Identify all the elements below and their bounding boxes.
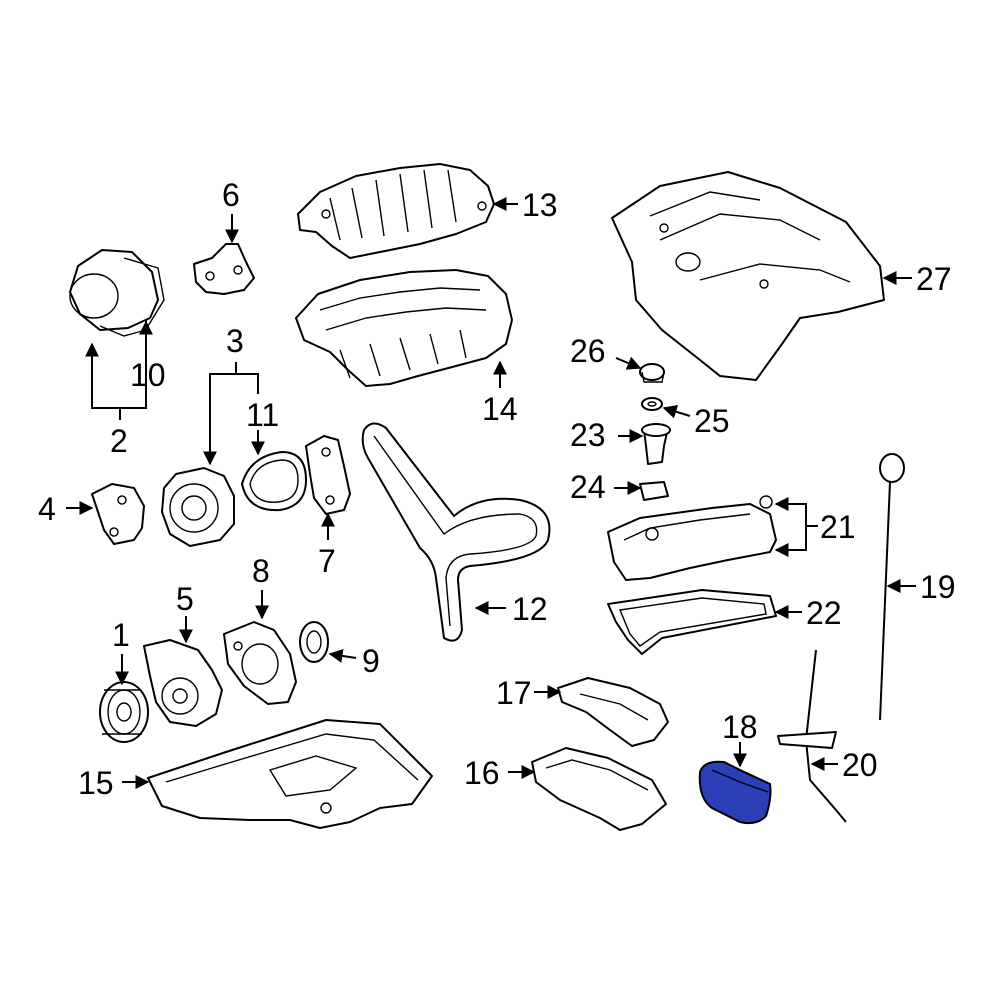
timing-belt-drawing[interactable] (361, 422, 551, 642)
bracket-7-drawing[interactable] (305, 435, 351, 515)
crank-pulley-drawing[interactable] (99, 681, 149, 743)
oil-pan-16-drawing[interactable] (531, 747, 667, 831)
oil-filter-drawing[interactable] (698, 760, 772, 825)
callout-1[interactable]: 1 (112, 617, 130, 653)
timing-cover-drawing[interactable] (69, 249, 165, 337)
bracket-4-drawing[interactable] (91, 483, 145, 545)
tensioner-drawing[interactable] (143, 639, 223, 727)
callout-11[interactable]: 11 (246, 397, 279, 433)
callout-19[interactable]: 19 (920, 569, 956, 605)
callout-5[interactable]: 5 (176, 581, 194, 617)
filler-gasket-drawing[interactable] (639, 481, 669, 501)
callout-4[interactable]: 4 (38, 491, 56, 527)
callout-25[interactable]: 25 (694, 403, 730, 439)
oil-pan-main-drawing[interactable] (147, 719, 433, 829)
callout-17[interactable]: 17 (496, 675, 532, 711)
dipstick-drawing[interactable] (879, 453, 905, 721)
callout-27[interactable]: 27 (916, 261, 952, 297)
filler-neck-drawing[interactable] (641, 423, 671, 465)
callout-24[interactable]: 24 (570, 469, 606, 505)
lower-intake-manifold-drawing[interactable] (295, 269, 513, 387)
callout-18[interactable]: 18 (722, 709, 758, 745)
dipstick-tube-drawing[interactable] (777, 649, 847, 823)
callout-8[interactable]: 8 (252, 553, 270, 589)
callout-15[interactable]: 15 (78, 765, 114, 801)
callout-14[interactable]: 14 (482, 391, 518, 427)
oil-filter-body[interactable] (698, 760, 772, 825)
callout-23[interactable]: 23 (570, 417, 606, 453)
callout-26[interactable]: 26 (570, 333, 606, 369)
callout-9[interactable]: 9 (362, 643, 380, 679)
engine-cover-drawing[interactable] (611, 171, 885, 381)
callout-22[interactable]: 22 (806, 595, 842, 631)
callout-2[interactable]: 2 (110, 423, 128, 459)
bracket-6-drawing[interactable] (193, 243, 255, 295)
callout-3[interactable]: 3 (226, 323, 244, 359)
front-housing-drawing[interactable] (223, 621, 297, 705)
filler-cap-drawing[interactable] (639, 363, 665, 383)
callout-13[interactable]: 13 (522, 187, 558, 223)
callout-20[interactable]: 20 (842, 747, 878, 783)
callout-21[interactable]: 21 (820, 509, 856, 545)
callout-6[interactable]: 6 (222, 177, 240, 213)
callout-labels: 1 2 3 4 5 6 7 8 9 10 11 12 13 14 15 16 1… (38, 177, 956, 801)
water-pump-drawing[interactable] (161, 467, 235, 547)
gasket-11-drawing[interactable] (241, 451, 307, 512)
valve-cover-gasket-drawing[interactable] (607, 589, 777, 655)
valve-cover-drawing[interactable] (607, 495, 777, 581)
upper-intake-manifold-drawing[interactable] (297, 163, 495, 259)
callout-10[interactable]: 10 (130, 357, 166, 393)
callout-12[interactable]: 12 (512, 591, 548, 627)
oil-seal-drawing[interactable] (299, 621, 329, 663)
callout-16[interactable]: 16 (464, 755, 500, 791)
baffle-plate-drawing[interactable] (557, 677, 669, 747)
filler-seal-drawing[interactable] (641, 397, 663, 411)
leader-lines (66, 197, 916, 789)
callout-7[interactable]: 7 (318, 543, 336, 579)
